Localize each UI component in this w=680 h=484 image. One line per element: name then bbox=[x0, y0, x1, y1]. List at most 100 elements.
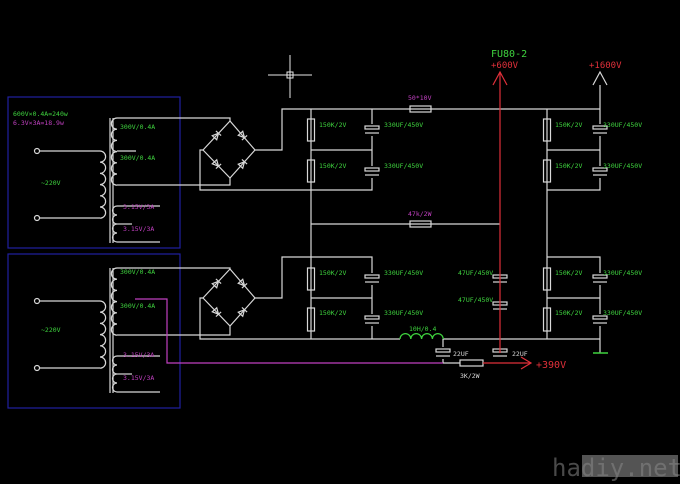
tube-label: FU80-2 bbox=[491, 49, 527, 60]
1600v-label: +1600V bbox=[589, 61, 622, 71]
sec2-label-bottom: 300V/0.4A bbox=[120, 302, 155, 310]
wire bbox=[117, 326, 231, 336]
cap-plate bbox=[592, 125, 608, 130]
label-bleed-res: 47k/2W bbox=[408, 210, 432, 218]
label-mid-c1: 47UF/450V bbox=[458, 269, 493, 277]
diode-icon bbox=[211, 130, 222, 141]
cap-plate bbox=[364, 125, 380, 130]
diode-body bbox=[237, 278, 246, 287]
diode-body bbox=[237, 130, 246, 139]
capacitor bbox=[592, 273, 608, 285]
coil-icon bbox=[110, 117, 118, 186]
coil-icon bbox=[99, 300, 107, 369]
terminal-icon bbox=[33, 364, 41, 372]
label-mid-c2: 47UF/450V bbox=[458, 296, 493, 304]
watermark-box bbox=[582, 455, 678, 477]
frame-top-transformer bbox=[7, 96, 181, 249]
resistor bbox=[409, 220, 432, 228]
diode-bar bbox=[215, 311, 222, 318]
resistor bbox=[542, 159, 552, 183]
capacitor bbox=[364, 314, 380, 326]
label-r2-lower: 150K/2V bbox=[319, 309, 346, 317]
resistor bbox=[542, 267, 552, 291]
cap-plate bbox=[364, 315, 380, 320]
watermark: hadiy.net bbox=[552, 454, 680, 482]
390v-label: +390V bbox=[536, 360, 566, 371]
capacitor bbox=[592, 166, 608, 178]
sec2-label-top: 300V/0.4A bbox=[120, 154, 155, 162]
wires bbox=[40, 85, 601, 393]
label-filter-res: 3K/2W bbox=[460, 372, 480, 380]
cap-plate bbox=[592, 315, 608, 320]
label-c2-upper: 330UF/450V bbox=[384, 162, 423, 170]
inductor-icon bbox=[399, 333, 444, 340]
diode-bar bbox=[241, 134, 248, 141]
resistor bbox=[542, 118, 552, 142]
coil-icon bbox=[99, 150, 107, 219]
label-filter-c2: 22UF bbox=[512, 350, 528, 358]
sec1-label-top: 300V/0.4A bbox=[120, 123, 155, 131]
wire bbox=[202, 120, 256, 179]
600v-arrow-icon bbox=[492, 70, 508, 86]
wire bbox=[117, 267, 231, 269]
diode-bar bbox=[215, 130, 222, 137]
diode-icon bbox=[211, 306, 222, 318]
wire bbox=[117, 178, 231, 186]
terminal-icon bbox=[33, 147, 41, 155]
primary-label-bottom: ~220V bbox=[41, 326, 61, 334]
coil-icon bbox=[111, 355, 118, 393]
diode-bar bbox=[215, 278, 222, 285]
heater1-label-top: 3.15V/3A bbox=[123, 203, 154, 211]
600v-label: +600V bbox=[491, 61, 519, 71]
label-r3-lower: 150K/2V bbox=[555, 269, 582, 277]
label-r3-upper: 150K/2V bbox=[555, 121, 582, 129]
capacitor bbox=[364, 273, 380, 285]
frame-bottom-transformer bbox=[7, 253, 181, 409]
diode-icon bbox=[237, 278, 248, 289]
primary-label-top: ~220V bbox=[41, 179, 61, 187]
resistor bbox=[306, 307, 316, 332]
capacitor bbox=[435, 347, 451, 359]
resistor bbox=[306, 267, 316, 291]
label-choke: 10H/0.4 bbox=[409, 325, 436, 333]
heater2-label-bottom: 3.15V/3A bbox=[123, 374, 154, 382]
diode-icon bbox=[237, 130, 248, 141]
rating-1: 600V×0.4A=240w bbox=[13, 110, 68, 118]
resistor bbox=[306, 159, 316, 183]
cap-plate bbox=[364, 167, 380, 172]
diode-bar bbox=[241, 282, 248, 289]
label-c3-lower: 330UF/450V bbox=[603, 269, 642, 277]
label-r2-upper: 150K/2V bbox=[319, 162, 346, 170]
resistor bbox=[306, 118, 316, 142]
diode-bar bbox=[215, 163, 222, 170]
wire bbox=[117, 117, 231, 121]
wire bbox=[199, 297, 311, 340]
resistor bbox=[409, 105, 432, 113]
resistor bbox=[542, 307, 552, 332]
heater-wire bbox=[135, 298, 443, 364]
label-c2-lower: 330UF/450V bbox=[384, 309, 423, 317]
terminal-icon bbox=[33, 297, 41, 305]
cap-plate bbox=[592, 274, 608, 279]
label-r4-upper: 150K/2V bbox=[555, 162, 582, 170]
coil-icon bbox=[110, 267, 118, 336]
wire bbox=[199, 149, 311, 191]
diode-bar bbox=[241, 306, 248, 313]
diode-body bbox=[237, 160, 246, 170]
heater2-label-top: 3.15V/3A bbox=[123, 225, 154, 233]
label-filter-c1: 22UF bbox=[453, 350, 469, 358]
capacitor bbox=[592, 124, 608, 136]
label-c4-upper: 330UF/450V bbox=[603, 162, 642, 170]
heater1-label-bottom: 3.15V/3A bbox=[123, 351, 154, 359]
wire bbox=[202, 268, 256, 327]
diode-icon bbox=[211, 158, 222, 170]
diode-icon bbox=[237, 158, 248, 170]
diode-icon bbox=[237, 306, 248, 318]
diode-body bbox=[211, 158, 220, 168]
label-r4-lower: 150K/2V bbox=[555, 309, 582, 317]
label-r1-upper: 150K/2V bbox=[319, 121, 346, 129]
diode-icon bbox=[211, 278, 222, 289]
diode-body bbox=[211, 280, 220, 289]
